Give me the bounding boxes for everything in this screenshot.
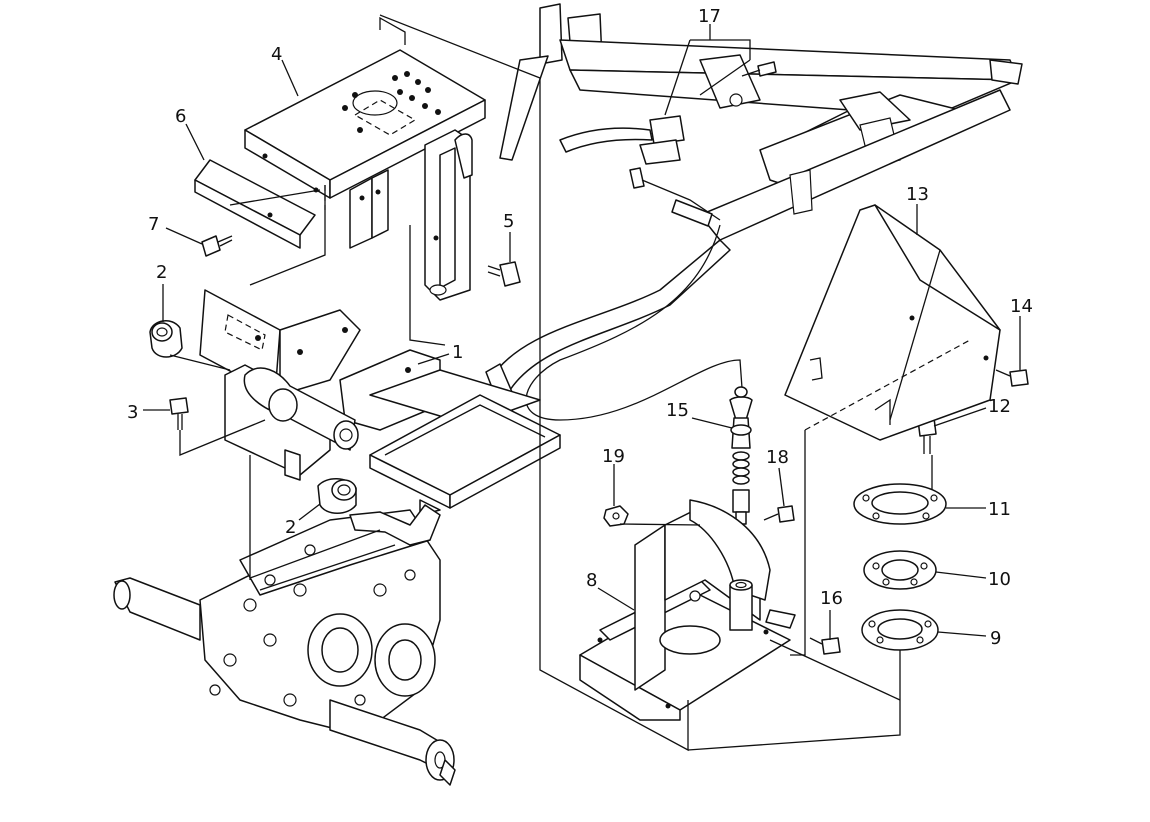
- cover-13: [784, 204, 1001, 441]
- callout-2b: 2: [285, 517, 296, 538]
- callout-11: 11: [988, 499, 1011, 520]
- callout-16: 16: [820, 588, 843, 609]
- washer-11: [853, 483, 947, 525]
- base-bracket-8: [579, 499, 796, 721]
- part-6-bar: [194, 159, 319, 249]
- bolt-18: [763, 505, 795, 523]
- callout-19: 19: [602, 446, 625, 467]
- callout-3: 3: [127, 402, 138, 423]
- callout-4: 4: [271, 44, 282, 65]
- handle-frame: [485, 3, 1023, 399]
- transaxle: [113, 504, 456, 786]
- callout-2a: 2: [156, 262, 167, 283]
- callout-7: 7: [148, 214, 159, 235]
- part-bracket-5: [424, 129, 473, 301]
- callout-8: 8: [586, 570, 597, 591]
- callout-1: 1: [452, 342, 463, 363]
- bolt-3: [169, 397, 189, 430]
- callout-10: 10: [988, 569, 1011, 590]
- nut-19: [603, 505, 629, 527]
- part-4-plate: [244, 16, 486, 249]
- cable-15: [729, 386, 753, 525]
- washer-9: [861, 609, 939, 651]
- callout-labels: 1 2 2 3 4 5 6 7 8 9 10 11 12 13 14 15 16…: [127, 6, 1033, 649]
- bushing-2-lower: [317, 478, 357, 514]
- part-1-bracket: [199, 289, 541, 481]
- callout-5: 5: [503, 211, 514, 232]
- bolt-7: [201, 235, 233, 257]
- brake-lever-assembly: [525, 54, 777, 421]
- washer-10: [863, 550, 937, 590]
- bolt-16: [809, 637, 841, 655]
- callout-18: 18: [766, 447, 789, 468]
- callout-15: 15: [666, 400, 689, 421]
- callout-9: 9: [990, 628, 1001, 649]
- callout-12: 12: [988, 396, 1011, 417]
- callout-17: 17: [698, 6, 721, 27]
- bolt-5: [487, 261, 521, 287]
- callout-13: 13: [906, 184, 929, 205]
- assembly-lines: [169, 14, 971, 752]
- callout-leaders: [143, 24, 1021, 640]
- callout-14: 14: [1010, 296, 1033, 317]
- callout-6: 6: [175, 106, 186, 127]
- bolt-14: [995, 369, 1029, 387]
- bushing-2-upper: [149, 320, 183, 358]
